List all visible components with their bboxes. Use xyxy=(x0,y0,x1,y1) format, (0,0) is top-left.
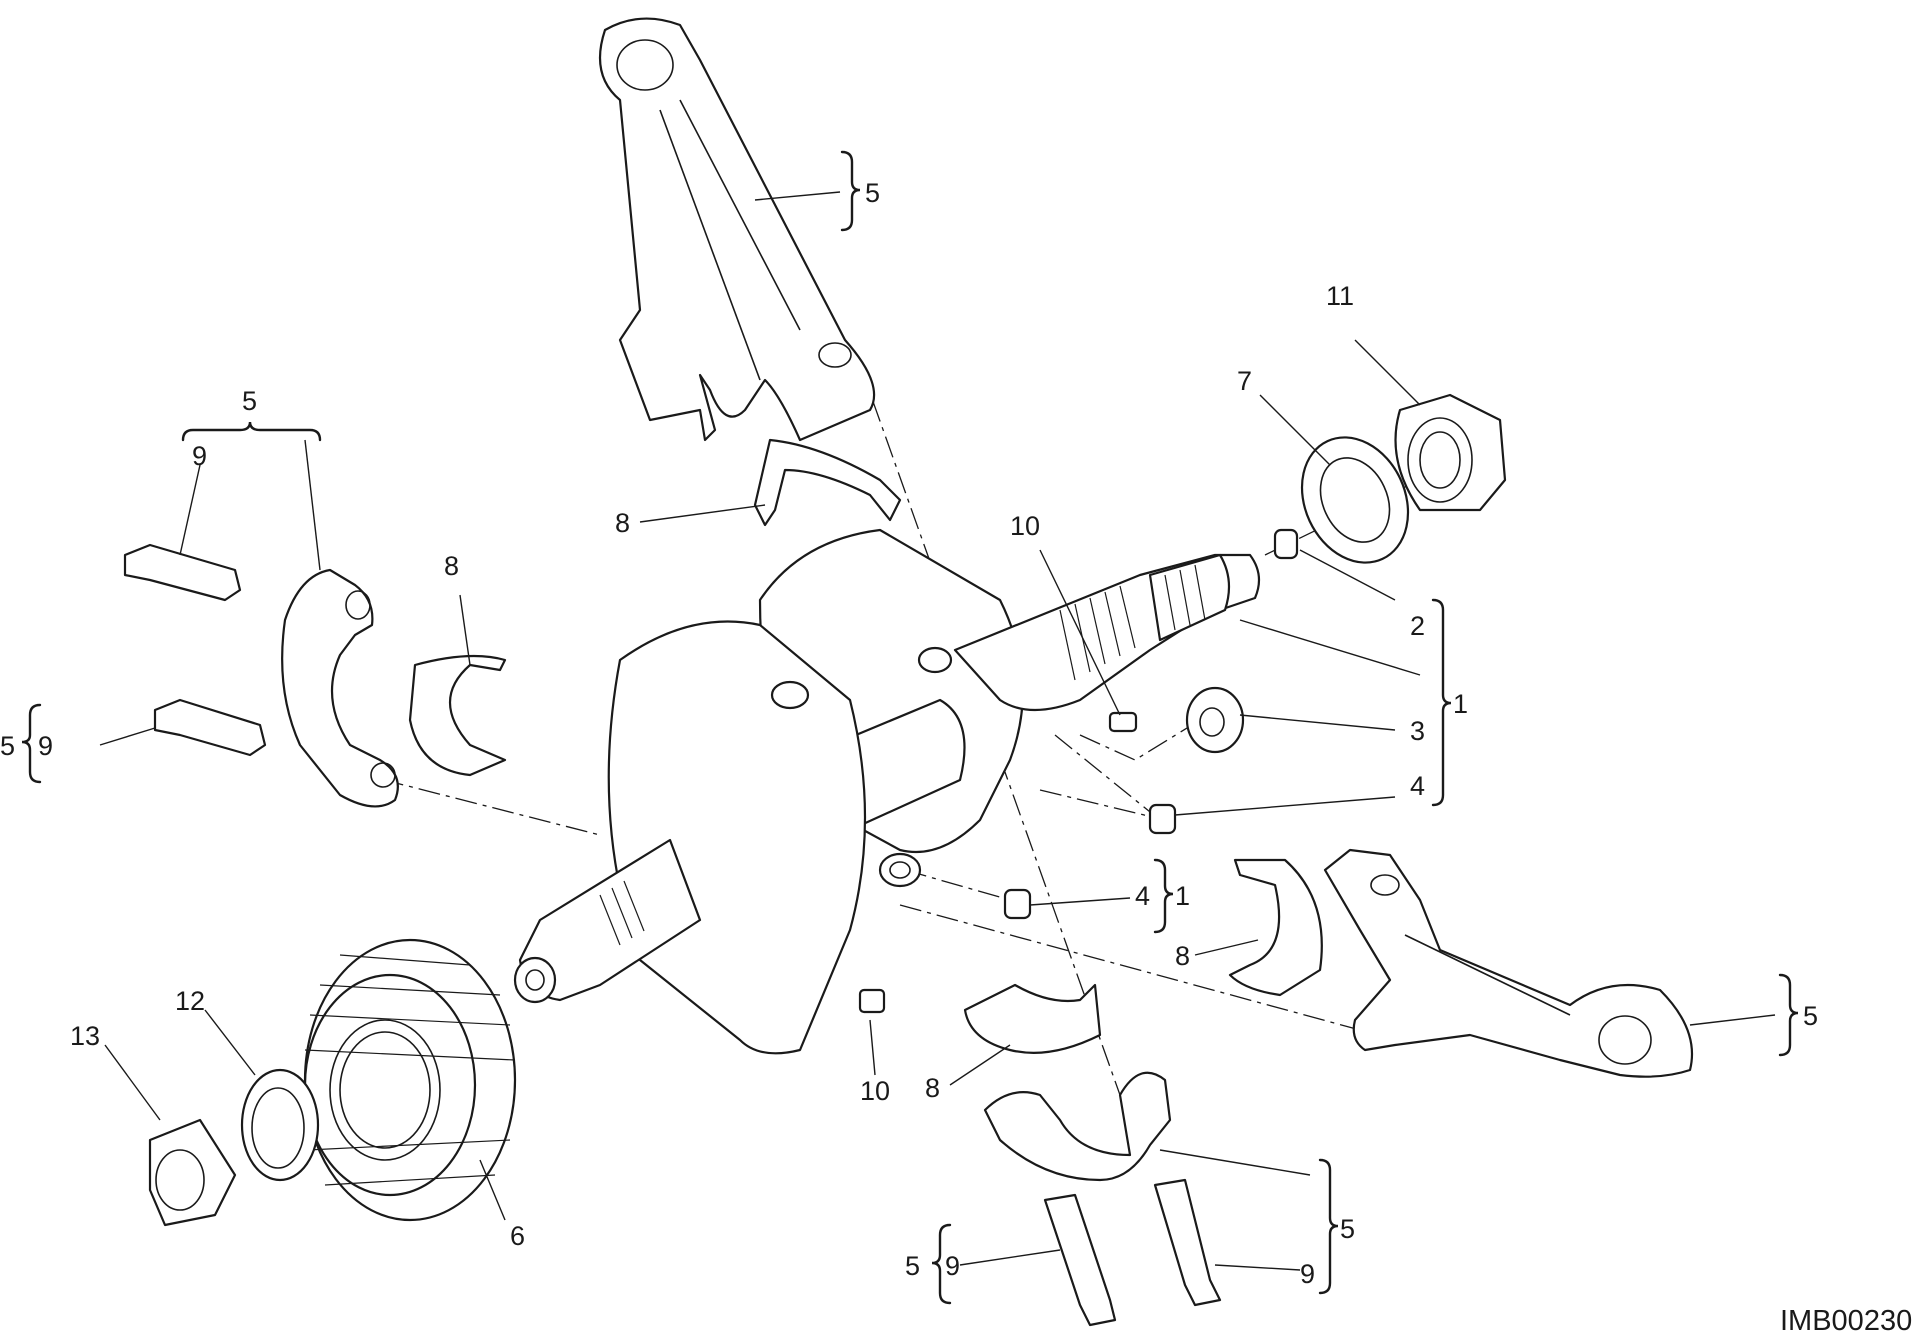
bolt-bottom-right xyxy=(1153,1178,1222,1307)
callout-rod-right-5: 5 xyxy=(1803,1001,1818,1031)
callout-shell-bottom-8: 8 xyxy=(925,1073,940,1103)
nut-13 xyxy=(148,1118,237,1227)
nut-11 xyxy=(1394,393,1507,512)
callout-washer-12: 12 xyxy=(175,986,205,1016)
plug-4-mid xyxy=(1003,888,1032,920)
washer-12 xyxy=(240,1068,320,1182)
rod-cap-bottom xyxy=(983,1071,1172,1182)
callout-rod-top-5: 5 xyxy=(865,178,880,208)
drawing-code: IMB00230 xyxy=(1780,1305,1912,1336)
bearing-shell-bottom xyxy=(963,983,1102,1054)
brace-plug-4-group xyxy=(1153,858,1174,934)
washer-7 xyxy=(1300,436,1410,564)
callout-key-10-bottom: 10 xyxy=(860,1076,890,1106)
bearing-shell-left xyxy=(408,654,507,777)
connecting-rod-top xyxy=(598,17,876,442)
brace-bolt-bottom-left xyxy=(931,1223,952,1305)
callout-cap-bottom-group-5: 5 xyxy=(1340,1214,1355,1244)
bolt-top-left xyxy=(123,543,242,602)
callout-bolt-bottom-right-9: 9 xyxy=(1300,1259,1315,1289)
crankshaft xyxy=(513,528,1261,1055)
brace-cap-left-group xyxy=(181,421,322,442)
callout-bolt-bottom-left-5: 5 xyxy=(905,1251,920,1281)
callout-shaft-group-1: 1 xyxy=(1453,689,1468,719)
bearing-shell-top xyxy=(753,438,902,527)
callout-shell-right-8: 8 xyxy=(1175,941,1190,971)
callout-washer-7: 7 xyxy=(1237,366,1252,396)
callout-plug-4-mid: 4 xyxy=(1135,881,1150,911)
callout-plug-4-group-1: 1 xyxy=(1175,881,1190,911)
callout-bolt-left-9: 9 xyxy=(38,731,53,761)
callout-bolt-left-5: 5 xyxy=(0,731,15,761)
callout-shell-top-8: 8 xyxy=(615,508,630,538)
bolt-bottom-left xyxy=(1043,1193,1117,1327)
plug-3 xyxy=(1185,686,1245,754)
bearing-shell-right xyxy=(1228,858,1323,997)
brace-bolt-left xyxy=(21,703,42,784)
leader-lines xyxy=(99,191,1776,1271)
callout-shell-left-8: 8 xyxy=(444,551,459,581)
brace-rod-top xyxy=(840,150,861,232)
callout-bolt-bottom-left-9: 9 xyxy=(945,1251,960,1281)
brace-cap-bottom-group xyxy=(1318,1158,1339,1295)
callout-plug-10-top: 10 xyxy=(1010,511,1040,541)
callout-labels: 5 5 9 5 9 8 8 10 7 11 2 1 3 4 4 1 8 5 8 … xyxy=(0,178,1818,1289)
bolt-mid-left xyxy=(153,698,267,757)
gear xyxy=(303,938,517,1222)
brace-rod-right xyxy=(1778,973,1799,1057)
callout-plug-4-right: 4 xyxy=(1410,771,1425,801)
brace-shaft-group xyxy=(1431,598,1452,807)
callout-cap-left-group-5: 5 xyxy=(242,386,257,416)
callout-cap-left-bolt-9: 9 xyxy=(192,441,207,471)
callout-plug-2: 2 xyxy=(1410,611,1425,641)
callout-plug-3: 3 xyxy=(1410,716,1425,746)
connecting-rod-right xyxy=(1323,848,1694,1078)
callout-gear-6: 6 xyxy=(510,1221,525,1251)
group-braces xyxy=(21,150,1799,1305)
callout-nut-11: 11 xyxy=(1326,281,1354,311)
key-10-bottom xyxy=(858,988,886,1014)
key-10-top xyxy=(1108,711,1138,733)
plug-4-right xyxy=(1148,803,1177,835)
rod-cap-left xyxy=(281,568,399,808)
plug-2 xyxy=(1273,528,1299,560)
callout-nut-13: 13 xyxy=(70,1021,100,1051)
